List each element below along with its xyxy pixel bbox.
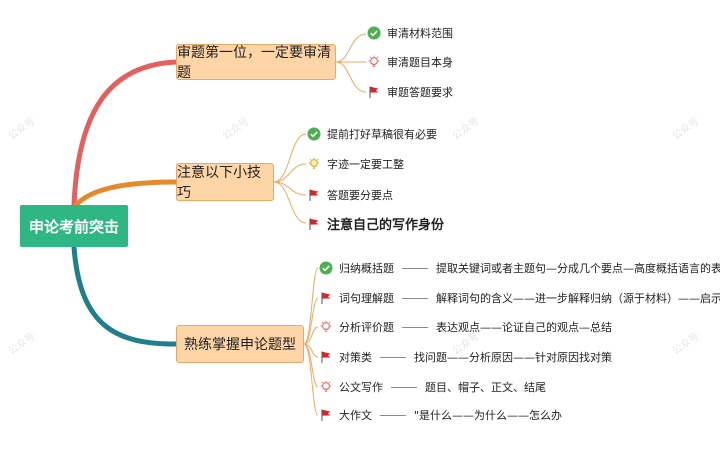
leaf-node[interactable]: 提前打好草稿很有必要 [307,126,437,142]
leaf-label: 词句理解题 [339,292,394,305]
link-root-branch-2 [73,179,179,208]
leaf-connector-line [380,414,406,416]
branch-node-label: 审题第一位，一定要审清题 [177,45,331,81]
leaf-node[interactable]: 审清题目本身 [367,54,453,70]
leaf-node[interactable]: 公文写作 题目、帽子、正文、结尾 [319,379,546,395]
leaf-label: 提前打好草稿很有必要 [327,128,437,141]
leaf-node[interactable]: 大作文 "是什么——为什么——怎么办 [319,407,562,423]
leaf-description: 找问题——分析原因——针对原因找对策 [414,351,612,364]
leaf-description: 提取关键词或者主题句—分成几个要点—高度概括语言的表达出来 [436,262,720,275]
branch-node-label: 注意以下小技巧 [177,165,261,201]
bulb-icon [367,55,381,69]
flag-icon [367,85,381,99]
leaf-description: 解释词句的含义——进一步解释归纳（源于材料）——启示与展望 [436,292,720,305]
check-icon [367,26,381,40]
link-root-branch-3 [71,244,179,347]
branch-node-3[interactable]: 熟练掌握申论题型 [176,325,304,363]
leaf-description: 表达观点——论证自己的观点—总结 [436,321,612,334]
leaf-link-2-2 [273,163,307,183]
leaf-label: 注意自己的写作身份 [327,218,445,233]
leaf-label: 审题答题要求 [387,86,453,99]
leaf-label: 字迹一定要工整 [327,158,404,171]
bulb-icon [307,157,321,171]
link-root-branch-1 [71,59,179,208]
leaf-label: 归纳概括题 [339,262,394,275]
leaf-connector-line [391,386,417,388]
bulb-icon [319,320,333,334]
root-node[interactable]: 申论考前突击 [20,205,128,247]
branch-node-label: 熟练掌握申论题型 [184,337,296,353]
leaf-connector-line [380,356,406,358]
leaf-node[interactable]: 归纳概括题 提取关键词或者主题句—分成几个要点—高度概括语言的表达出来 [319,260,720,276]
leaf-node[interactable]: 字迹一定要工整 [307,156,404,172]
leaf-link-1-1 [335,33,367,63]
leaf-node[interactable]: 注意自己的写作身份 [307,214,444,233]
leaf-description: 题目、帽子、正文、结尾 [425,381,546,394]
leaf-link-1-3 [335,61,367,93]
root-node-label: 申论考前突击 [28,217,119,236]
leaf-link-3-2 [303,297,319,345]
leaf-link-3-3 [303,326,319,345]
leaf-node[interactable]: 审题答题要求 [367,84,453,100]
branch-node-2[interactable]: 注意以下小技巧 [176,163,274,201]
leaf-connector-line [402,267,428,269]
flag-icon [319,408,333,422]
leaf-label: 分析评价题 [339,321,394,334]
leaf-node[interactable]: 词句理解题 解释词句的含义——进一步解释归纳（源于材料）——启示与展望 [319,290,720,306]
flag-icon [319,350,333,364]
leaf-label: 公文写作 [339,381,383,394]
bulb-icon [319,380,333,394]
leaf-description: "是什么——为什么——怎么办 [414,409,563,422]
leaf-link-2-4 [273,181,307,224]
leaf-node[interactable]: 分析评价题 表达观点——论证自己的观点—总结 [319,319,612,335]
leaf-node[interactable]: 审清材料范围 [367,25,453,41]
leaf-link-2-1 [273,133,307,183]
leaf-label: 对策类 [339,351,372,364]
leaf-link-3-5 [303,343,319,388]
leaf-connector-line [402,326,428,328]
flag-icon [307,217,321,231]
check-icon [319,261,333,275]
leaf-connector-line [402,297,428,299]
leaf-label: 审清题目本身 [387,56,453,69]
branch-node-1[interactable]: 审题第一位，一定要审清题 [176,44,336,81]
leaf-label: 审清材料范围 [387,27,453,40]
leaf-label: 答题要分要点 [327,189,393,202]
leaf-link-3-1 [303,267,319,345]
leaf-label: 大作文 [339,409,372,422]
flag-icon [319,291,333,305]
leaf-node[interactable]: 对策类 找问题——分析原因——针对原因找对策 [319,349,612,365]
check-icon [307,127,321,141]
leaf-link-3-6 [303,343,319,416]
leaf-node[interactable]: 答题要分要点 [307,187,393,203]
flag-icon [307,188,321,202]
